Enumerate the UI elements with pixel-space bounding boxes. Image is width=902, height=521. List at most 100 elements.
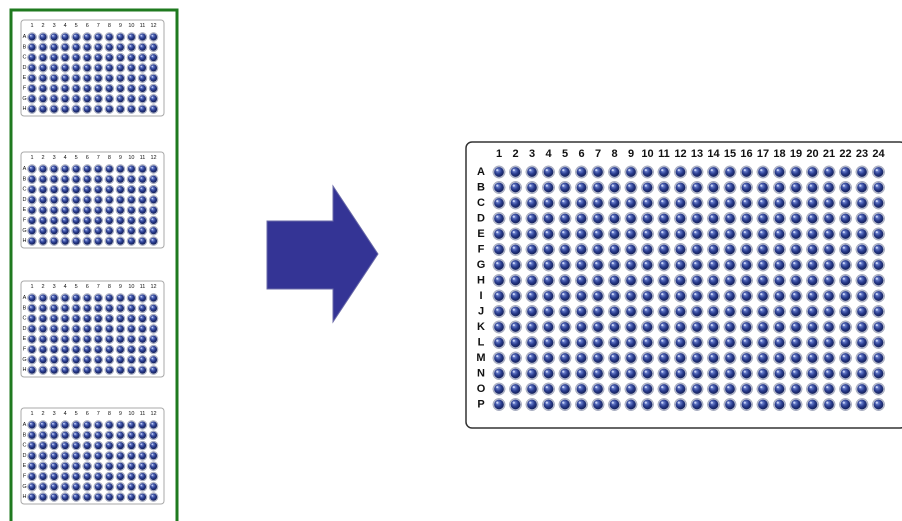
well	[72, 206, 81, 215]
well	[575, 321, 587, 333]
well	[806, 181, 818, 193]
well	[149, 74, 158, 83]
well	[724, 228, 736, 240]
well	[127, 74, 136, 83]
well	[127, 304, 136, 313]
well	[83, 355, 92, 364]
well	[823, 274, 835, 286]
well	[138, 472, 147, 481]
column-label: 7	[97, 411, 100, 417]
well	[856, 166, 868, 178]
well	[608, 243, 620, 255]
well	[707, 383, 719, 395]
well	[872, 274, 884, 286]
well	[790, 367, 802, 379]
well	[72, 493, 81, 502]
well	[592, 383, 604, 395]
well	[149, 431, 158, 440]
well	[856, 352, 868, 364]
well	[28, 366, 37, 375]
column-label: 14	[707, 148, 720, 160]
well	[39, 472, 48, 481]
well	[39, 195, 48, 204]
well	[509, 197, 521, 209]
well	[72, 482, 81, 491]
well	[39, 304, 48, 313]
well	[61, 185, 70, 194]
column-label: 11	[140, 155, 146, 161]
well	[526, 305, 538, 317]
well	[509, 336, 521, 348]
well	[493, 367, 505, 379]
well	[806, 274, 818, 286]
well	[526, 181, 538, 193]
well	[658, 321, 670, 333]
row-label: F	[478, 244, 485, 256]
row-label: G	[22, 228, 26, 234]
column-label: 11	[140, 284, 146, 290]
well	[872, 367, 884, 379]
well	[39, 33, 48, 42]
well	[658, 383, 670, 395]
well	[138, 226, 147, 235]
well	[691, 228, 703, 240]
row-label: J	[478, 306, 484, 318]
well	[740, 166, 752, 178]
column-label: 7	[595, 148, 601, 160]
well	[641, 197, 653, 209]
well	[625, 336, 637, 348]
well	[50, 206, 59, 215]
well	[823, 243, 835, 255]
well	[872, 243, 884, 255]
well	[790, 336, 802, 348]
row-label: B	[23, 176, 27, 182]
well	[83, 482, 92, 491]
well	[28, 345, 37, 354]
well	[28, 335, 37, 344]
well	[575, 383, 587, 395]
well	[105, 493, 114, 502]
well	[105, 366, 114, 375]
well	[50, 482, 59, 491]
well	[526, 166, 538, 178]
well	[72, 237, 81, 246]
well	[839, 197, 851, 209]
well	[94, 335, 103, 344]
well	[757, 305, 769, 317]
well	[127, 493, 136, 502]
row-label: I	[479, 290, 482, 302]
well	[592, 274, 604, 286]
well	[724, 321, 736, 333]
well	[138, 63, 147, 72]
well	[608, 166, 620, 178]
well	[39, 345, 48, 354]
well	[127, 226, 136, 235]
well	[724, 166, 736, 178]
well	[493, 259, 505, 271]
well	[872, 259, 884, 271]
well	[28, 441, 37, 450]
well	[823, 321, 835, 333]
well	[625, 228, 637, 240]
well	[575, 352, 587, 364]
column-label: 3	[53, 284, 56, 290]
well	[872, 398, 884, 410]
well	[773, 212, 785, 224]
well	[559, 243, 571, 255]
well	[691, 336, 703, 348]
well	[592, 352, 604, 364]
well	[575, 181, 587, 193]
well	[773, 305, 785, 317]
well	[559, 181, 571, 193]
well	[83, 74, 92, 83]
well	[625, 352, 637, 364]
well	[625, 181, 637, 193]
well	[94, 462, 103, 471]
well	[127, 421, 136, 430]
well	[641, 274, 653, 286]
column-label: 13	[691, 148, 703, 160]
row-label: H	[477, 275, 485, 287]
row-label: D	[23, 326, 27, 332]
well	[542, 212, 554, 224]
well	[61, 314, 70, 323]
